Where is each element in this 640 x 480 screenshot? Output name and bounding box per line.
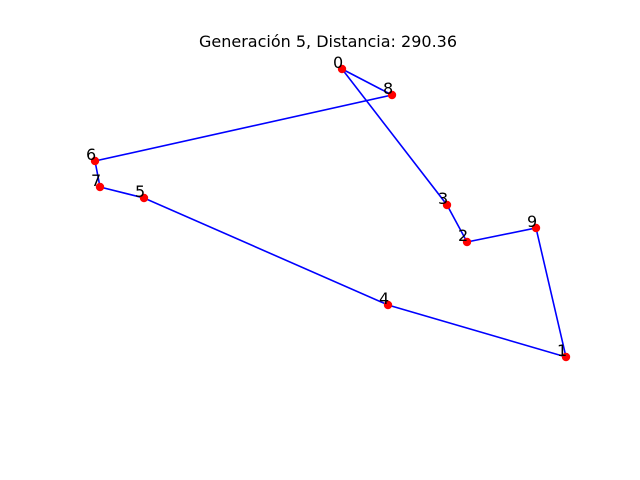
city-label-2: 2	[458, 226, 468, 245]
city-point-4	[383, 300, 393, 310]
route-line	[94, 68, 568, 359]
city-label-0: 0	[333, 53, 343, 72]
city-label-6: 6	[86, 145, 96, 164]
city-label-5: 5	[135, 182, 145, 201]
city-point-9	[531, 223, 541, 233]
city-label-4: 4	[379, 289, 389, 308]
city-point-2	[462, 237, 472, 247]
city-point-5	[139, 193, 149, 203]
city-point-7	[95, 182, 105, 192]
city-point-0	[337, 64, 347, 74]
chart-title: Generación 5, Distancia: 290.36	[198, 32, 458, 51]
city-label-9: 9	[527, 212, 537, 231]
city-point-8	[387, 90, 397, 100]
city-label-1: 1	[557, 341, 567, 360]
city-point-3	[442, 200, 452, 210]
city-label-3: 3	[438, 189, 448, 208]
city-point-6	[90, 156, 100, 166]
city-label-7: 7	[91, 171, 101, 190]
city-label-8: 8	[383, 79, 393, 98]
city-point-1	[561, 352, 571, 362]
